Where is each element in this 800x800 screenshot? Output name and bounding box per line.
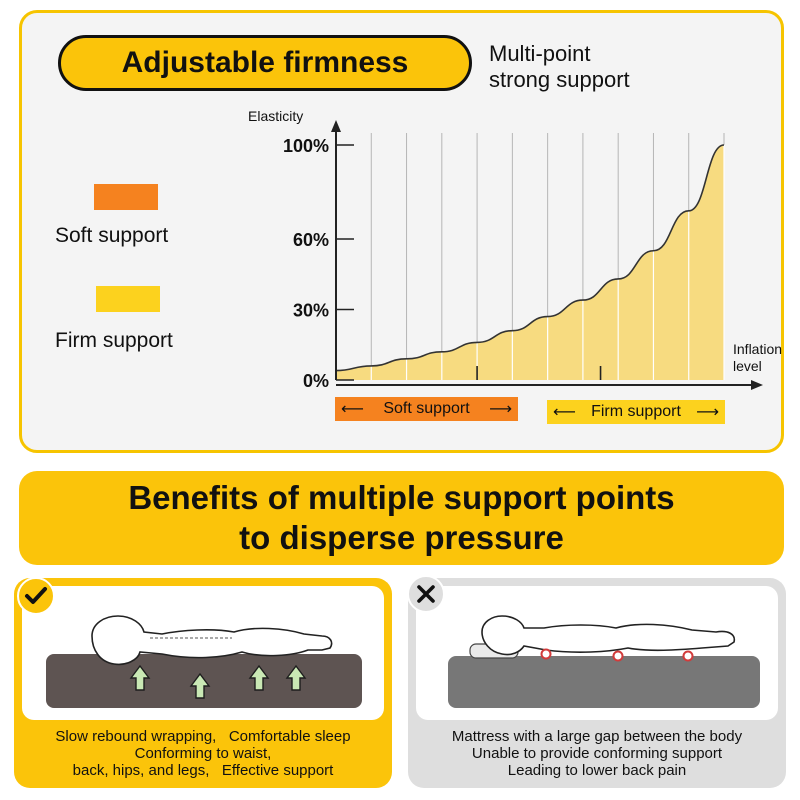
bad-caption-line-1: Mattress with a large gap between the bo… [451,728,743,745]
good-support-illustration [22,586,384,720]
subtitle-line-1: Multi-point [489,41,591,66]
legend-label-soft: Soft support [55,224,169,247]
good-caption-line-2: Conforming to waist, [134,745,272,762]
legend-swatch-firm [96,286,160,312]
cross-icon [407,575,445,613]
support-arrow-icon [248,664,270,691]
arrow-right-icon: ⟶ [489,401,512,418]
soft-support-range: ⟵ Soft support ⟶ [335,397,518,421]
checkmark-icon [17,577,55,615]
bad-caption-line-2: Unable to provide conforming support [471,745,723,762]
support-arrow-icon [129,664,151,691]
arrow-left-icon: ⟵ [553,404,576,421]
firm-support-range-label: Firm support [591,403,681,420]
benefits-title-line-2: to disperse pressure [239,519,564,556]
poor-support-caption: Mattress with a large gap between the bo… [408,728,786,779]
subtitle: Multi-point strong support [489,41,749,93]
firm-support-range: ⟵ Firm support ⟶ [547,400,725,424]
bad-caption-line-3: Leading to lower back pain [507,762,687,779]
pressure-point-icon [682,650,694,662]
body-on-flat-mattress-illustration [448,615,760,708]
cross-glyph-icon [417,585,435,603]
support-arrow-icon [285,664,307,691]
support-arrow-icon [189,672,211,699]
pressure-point-icon [540,648,552,660]
pressure-point-icon [612,650,624,662]
body-silhouette [481,615,736,656]
body-silhouette [91,615,333,666]
poor-support-card: Mattress with a large gap between the bo… [408,578,786,788]
arrow-right-icon: ⟶ [696,404,719,421]
good-support-caption: Slow rebound wrapping, Comfortable sleep… [14,728,392,779]
arrow-left-icon: ⟵ [341,401,364,418]
good-support-card: Slow rebound wrapping, Comfortable sleep… [14,578,392,788]
page-title: Adjustable firmness [58,35,472,91]
subtitle-line-2: strong support [489,67,630,92]
body-on-conforming-mattress-illustration [46,615,362,708]
checkmark-glyph-icon [25,587,47,604]
flat-mattress [448,656,760,708]
benefits-banner: Benefits of multiple support points to d… [19,471,784,565]
legend-label-firm: Firm support [55,329,173,352]
legend-swatch-soft [94,184,158,210]
poor-support-illustration [416,586,778,720]
soft-support-range-label: Soft support [383,400,470,417]
benefits-title-line-1: Benefits of multiple support points [128,479,675,516]
good-caption-line-1: Slow rebound wrapping, Comfortable sleep [55,728,351,745]
good-caption-line-3: back, hips, and legs, Effective support [72,762,334,779]
